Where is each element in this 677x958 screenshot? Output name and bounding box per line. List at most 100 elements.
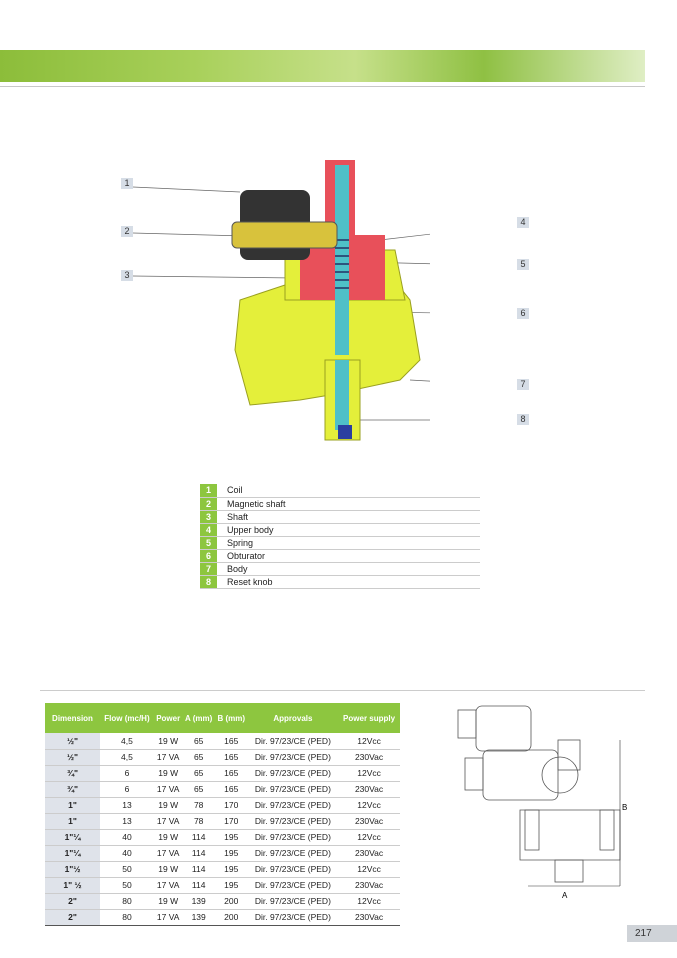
legend-label: Magnetic shaft: [217, 497, 480, 511]
callout-1: 1: [121, 178, 133, 189]
page-number: 217: [627, 925, 677, 942]
legend-number: 5: [200, 536, 217, 550]
valve-cutaway-illustration: [132, 160, 430, 441]
table-cell: 1"¼: [45, 845, 100, 862]
table-cell: 165: [214, 749, 248, 766]
table-cell: 19 W: [153, 765, 183, 782]
callout-8: 8: [517, 414, 529, 425]
table-cell: 165: [214, 733, 248, 750]
table-cell: Dir. 97/23/CE (PED): [247, 797, 339, 814]
dimension-b-label: B: [622, 803, 627, 812]
table-cell: 114: [182, 845, 215, 862]
table-cell: 17 VA: [153, 877, 183, 894]
table-cell: 50: [100, 877, 154, 894]
legend-number: 3: [200, 510, 217, 524]
table-cell: 170: [214, 813, 248, 830]
legend-label: Spring: [217, 536, 480, 550]
callout-3: 3: [121, 270, 133, 281]
table-cell: 65: [182, 749, 215, 766]
table-cell: 165: [214, 781, 248, 798]
table-cell: 78: [182, 813, 215, 830]
table-cell: 65: [182, 765, 215, 782]
table-cell: 80: [100, 909, 154, 926]
column-header: Approvals: [247, 703, 339, 733]
legend-label: Body: [217, 562, 480, 576]
table-cell: Dir. 97/23/CE (PED): [247, 877, 339, 894]
table-cell: 139: [182, 893, 215, 910]
legend-label: Obturator: [217, 549, 480, 563]
callout-6: 6: [517, 308, 529, 319]
table-cell: 65: [182, 733, 215, 750]
table-cell: Dir. 97/23/CE (PED): [247, 813, 339, 830]
table-cell: 12Vcc: [338, 797, 400, 814]
table-cell: 230Vac: [338, 909, 400, 926]
header-banner: [0, 50, 645, 82]
table-cell: ¾": [45, 765, 100, 782]
callout-5: 5: [517, 259, 529, 270]
legend-number: 6: [200, 549, 217, 563]
table-cell: 40: [100, 829, 154, 846]
table-cell: 1"½: [45, 861, 100, 878]
table-cell: 1": [45, 797, 100, 814]
legend-number: 1: [200, 484, 217, 498]
table-cell: 12Vcc: [338, 861, 400, 878]
table-cell: 4,5: [100, 749, 154, 766]
column-header: B (mm): [214, 703, 248, 733]
table-cell: 230Vac: [338, 781, 400, 798]
table-cell: 2": [45, 909, 100, 926]
table-cell: 195: [214, 845, 248, 862]
table-cell: Dir. 97/23/CE (PED): [247, 829, 339, 846]
table-cell: 17 VA: [153, 813, 183, 830]
table-cell: 195: [214, 877, 248, 894]
valve-dimension-drawing: A B: [457, 705, 627, 900]
dimension-a-label: A: [562, 891, 568, 900]
table-cell: 17 VA: [153, 845, 183, 862]
legend-row: 4 Upper body: [200, 523, 480, 537]
table-cell: 1" ½: [45, 877, 100, 894]
table-cell: 200: [214, 909, 248, 926]
table-cell: 12Vcc: [338, 829, 400, 846]
table-cell: 19 W: [153, 733, 183, 750]
table-cell: 230Vac: [338, 877, 400, 894]
table-cell: 195: [214, 861, 248, 878]
table-cell: 17 VA: [153, 909, 183, 926]
column-header: Dimension: [45, 703, 100, 733]
table-cell: 12Vcc: [338, 733, 400, 750]
table-cell: 12Vcc: [338, 893, 400, 910]
table-cell: Dir. 97/23/CE (PED): [247, 909, 339, 926]
table-cell: 139: [182, 909, 215, 926]
table-cell: 170: [214, 797, 248, 814]
table-cell: 40: [100, 845, 154, 862]
table-cell: 114: [182, 861, 215, 878]
table-cell: 230Vac: [338, 749, 400, 766]
table-cell: 165: [214, 765, 248, 782]
callout-4: 4: [517, 217, 529, 228]
table-cell: 2": [45, 893, 100, 910]
table-cell: 19 W: [153, 829, 183, 846]
table-cell: 200: [214, 893, 248, 910]
column-header: Power: [153, 703, 183, 733]
table-cell: ½": [45, 733, 100, 750]
table-cell: 13: [100, 813, 154, 830]
table-cell: Dir. 97/23/CE (PED): [247, 781, 339, 798]
legend-label: Coil: [217, 484, 480, 498]
legend-number: 4: [200, 523, 217, 537]
table-cell: 78: [182, 797, 215, 814]
column-header: Power supply: [338, 703, 400, 733]
column-header: Flow (mc/H): [100, 703, 154, 733]
legend-number: 8: [200, 575, 217, 589]
table-cell: 17 VA: [153, 749, 183, 766]
table-cell: 230Vac: [338, 845, 400, 862]
divider: [0, 86, 645, 87]
table-cell: Dir. 97/23/CE (PED): [247, 845, 339, 862]
table-cell: Dir. 97/23/CE (PED): [247, 893, 339, 910]
